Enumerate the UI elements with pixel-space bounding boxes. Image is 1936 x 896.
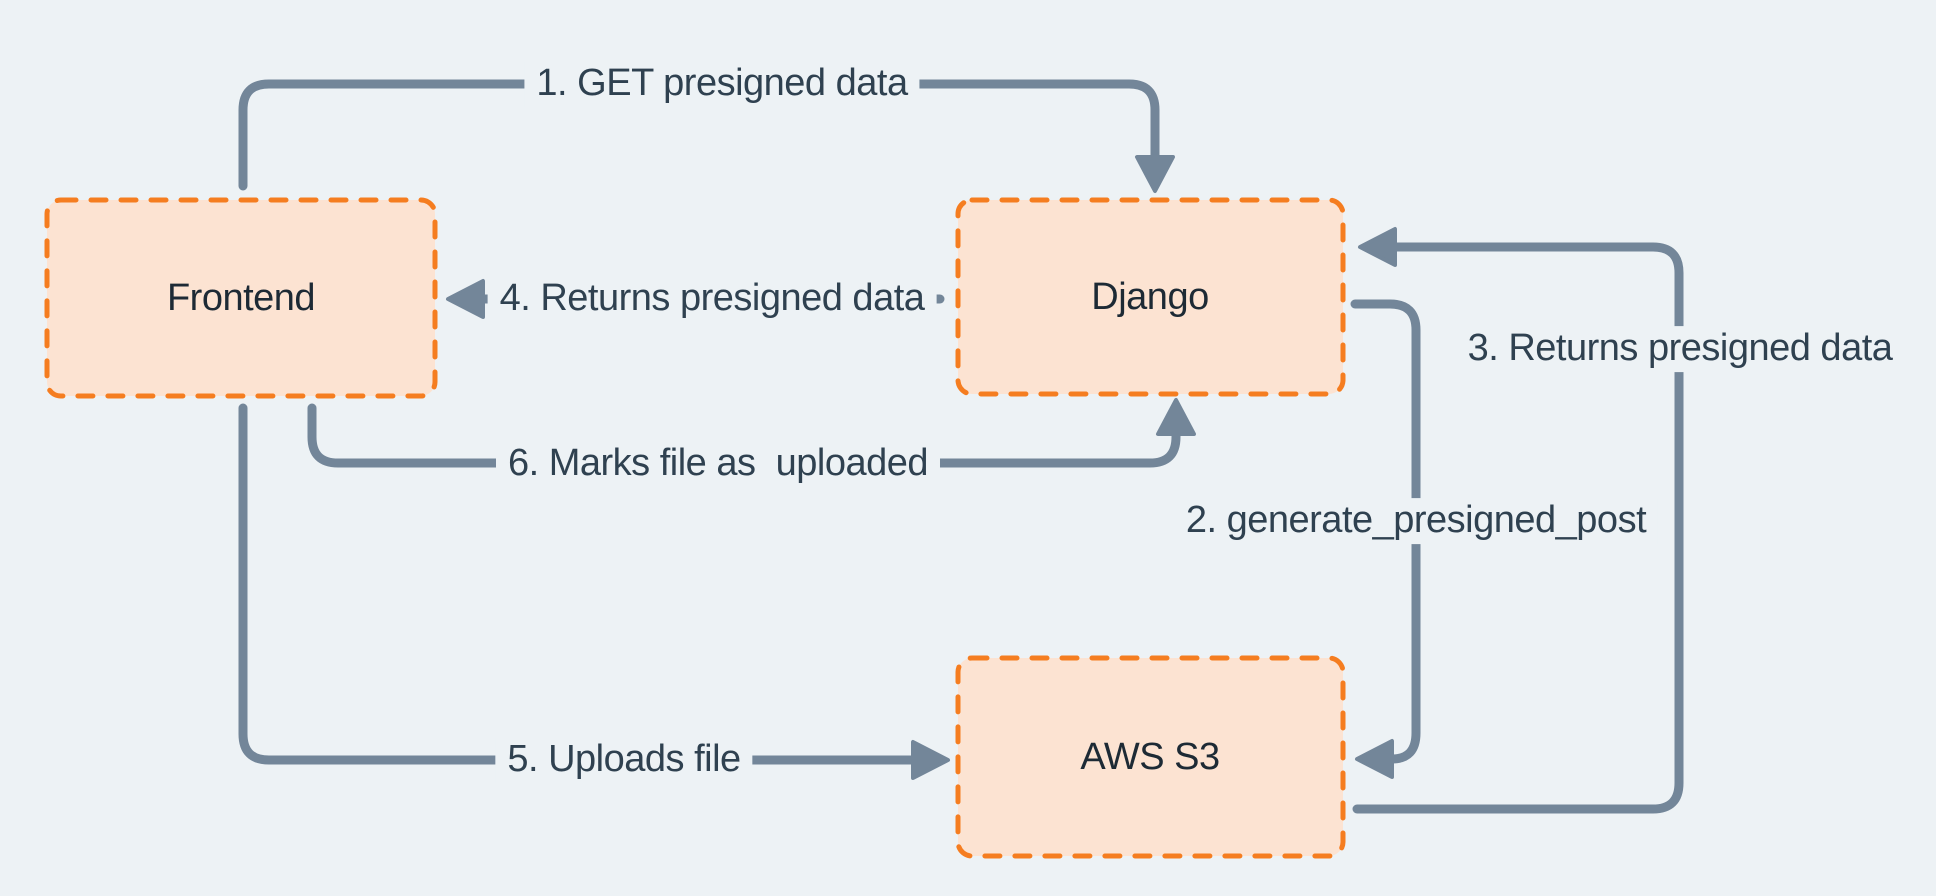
edge-5: [238, 403, 950, 780]
node-django-label: Django: [1091, 276, 1209, 319]
edge-4-label: 4. Returns presigned data: [487, 276, 937, 322]
edge-5-arrowhead: [911, 740, 950, 780]
edge-3-label: 3. Returns presigned data: [1455, 326, 1905, 372]
edge-2-path: [1350, 299, 1421, 764]
edge-5-path: [238, 403, 917, 765]
edge-6-label: 6. Marks file as uploaded: [495, 441, 941, 487]
edge-1-arrowhead: [1135, 155, 1175, 193]
edge-5-label: 5. Uploads file: [495, 737, 753, 783]
node-aws-s3-label: AWS S3: [1080, 736, 1220, 779]
edge-4-arrowhead: [446, 279, 485, 319]
edge-6-arrowhead: [1156, 398, 1196, 436]
node-aws-s3-box: [955, 655, 1346, 859]
edge-3: [1352, 227, 1684, 814]
edge-2-label: 2. generate_presigned_post: [1173, 498, 1659, 544]
node-frontend-box: [44, 197, 438, 399]
edge-2: [1350, 299, 1421, 779]
edge-2-arrowhead: [1355, 739, 1394, 779]
node-django-box: [955, 197, 1346, 397]
edge-3-path: [1352, 242, 1684, 814]
node-frontend-label: Frontend: [166, 277, 316, 320]
edge-1-label: 1. GET presigned data: [524, 61, 920, 107]
edge-3-arrowhead: [1358, 227, 1397, 267]
